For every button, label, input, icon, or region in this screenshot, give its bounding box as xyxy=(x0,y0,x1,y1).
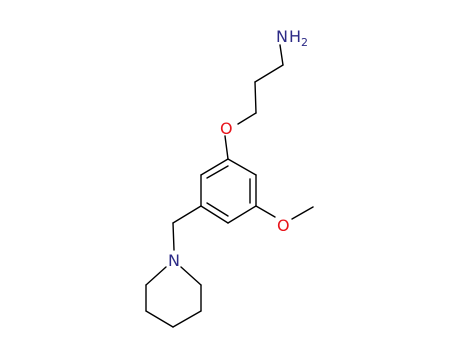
ring-bond-6-inner xyxy=(206,165,229,179)
pip-bond-1 xyxy=(180,266,202,286)
ring-bond-4-inner xyxy=(206,202,229,217)
bond-c2-c3 xyxy=(254,81,257,114)
ring-bond-1 xyxy=(227,158,257,176)
bond-methoxy-o-ch3 xyxy=(291,206,314,220)
piperidine-nitrogen-label: N xyxy=(168,251,180,270)
amine-n-label: N xyxy=(276,27,288,46)
ring-bond-3 xyxy=(227,205,257,224)
amine-h-label: H xyxy=(289,27,301,46)
bond-ch2-n xyxy=(172,222,175,251)
bond-n-c1 xyxy=(279,44,284,66)
ring-bond-6 xyxy=(200,158,229,176)
bond-o-ring xyxy=(224,135,229,160)
pip-bond-3 xyxy=(172,310,202,328)
bond-c1-c2 xyxy=(254,64,284,83)
ether-oxygen-label: O xyxy=(220,119,233,138)
bond-ring-methoxy-o xyxy=(255,205,276,218)
bond-c3-o xyxy=(237,112,257,125)
methoxy-oxygen-label: O xyxy=(277,216,290,235)
ring-bond-4 xyxy=(200,205,229,224)
pip-bond-4 xyxy=(145,310,174,328)
bond-ring-ch2 xyxy=(172,205,202,224)
pip-bond-6 xyxy=(145,266,167,286)
amine-h-subscript: 2 xyxy=(301,36,308,49)
